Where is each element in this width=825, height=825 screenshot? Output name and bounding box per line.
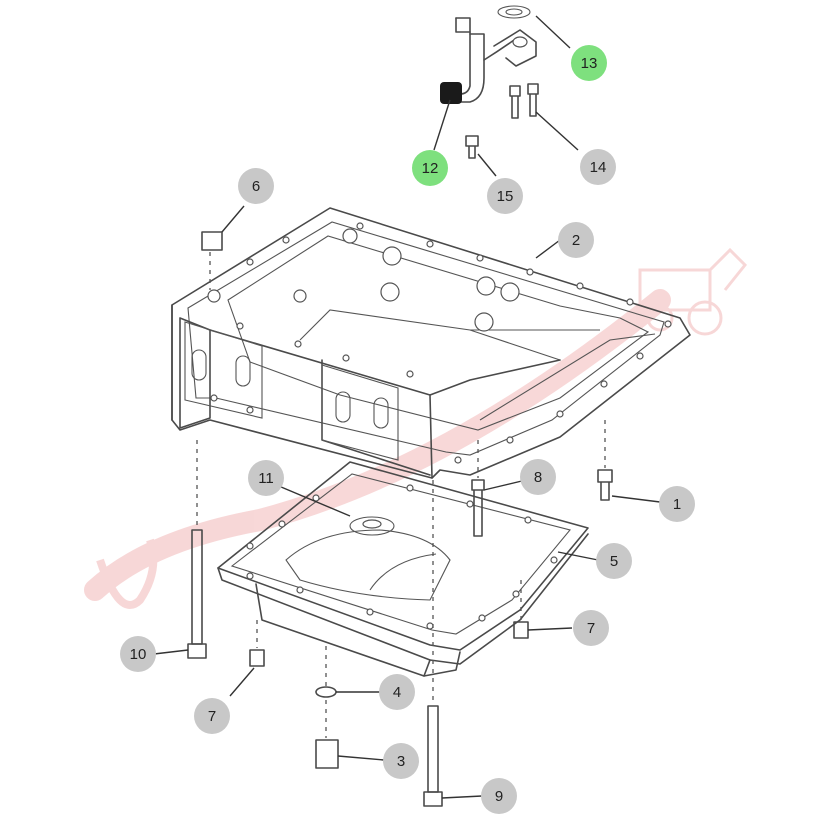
callout-9: 9 — [481, 778, 517, 814]
callout-label: 7 — [208, 708, 216, 725]
callout-label: 8 — [534, 469, 542, 486]
callout-label: 15 — [497, 188, 514, 205]
callout-label: 5 — [610, 553, 618, 570]
callout-2: 2 — [558, 222, 594, 258]
callout-label: 7 — [587, 620, 595, 637]
callout-6: 6 — [238, 168, 274, 204]
oil-pickup-assembly — [440, 5, 539, 159]
callout-label: 11 — [258, 470, 274, 487]
callout-3: 3 — [383, 743, 419, 779]
callout-13: 13 — [571, 45, 607, 81]
callout-4: 4 — [379, 674, 415, 710]
callout-label: 4 — [393, 684, 401, 701]
callout-14: 14 — [580, 149, 616, 185]
callout-label: 3 — [397, 753, 405, 770]
callout-5: 5 — [596, 543, 632, 579]
callout-label: 6 — [252, 178, 260, 195]
callout-1: 1 — [659, 486, 695, 522]
callout-label: 1 — [673, 496, 681, 513]
callout-8: 8 — [520, 459, 556, 495]
callout-11: 11 — [248, 460, 284, 496]
callout-label: 14 — [590, 159, 607, 176]
callout-label: 9 — [495, 788, 503, 805]
callout-7-left: 7 — [194, 698, 230, 734]
callout-label: 2 — [572, 232, 580, 249]
leader-lines — [153, 15, 661, 799]
callout-label: 13 — [581, 55, 598, 72]
lower-pan — [217, 461, 589, 677]
callout-7-right: 7 — [573, 610, 609, 646]
callout-label: 10 — [130, 646, 147, 663]
callout-10: 10 — [120, 636, 156, 672]
housing-casting — [171, 207, 691, 479]
callout-15: 15 — [487, 178, 523, 214]
callout-12: 12 — [412, 150, 448, 186]
callout-label: 12 — [422, 160, 439, 177]
